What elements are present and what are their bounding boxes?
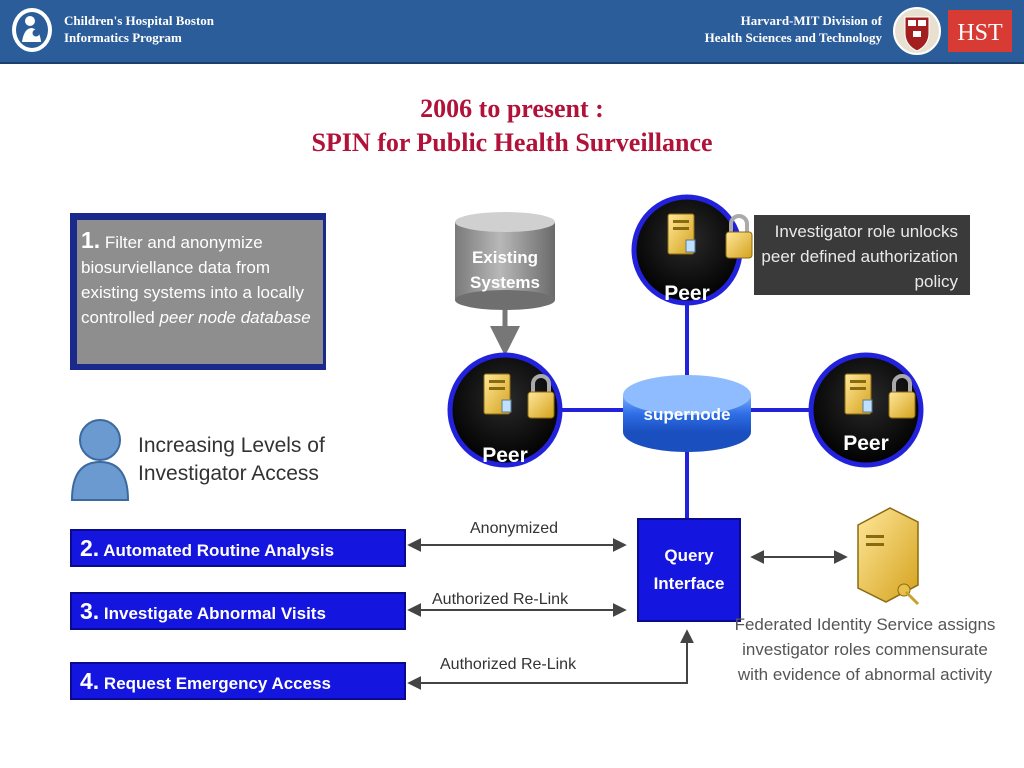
childrens-hospital-logo-icon <box>12 8 52 52</box>
step1-text: 1. Filter and anonymize biosurviellance … <box>81 228 321 330</box>
federated-identity-text: Federated Identity Service assigns inves… <box>734 615 996 684</box>
hst-logo-icon: HST <box>948 10 1012 52</box>
hst-logo-text: HST <box>957 20 1003 46</box>
title-line1: 2006 to present : <box>420 94 604 123</box>
peer-top-server-icon <box>667 213 696 255</box>
health-sciences-tech: Health Sciences and Technology <box>704 30 882 45</box>
harvard-shield-logo-icon <box>893 7 941 55</box>
header-left-text: Children's Hospital Boston Informatics P… <box>64 12 214 46</box>
peer-top-lock-icon <box>725 214 753 259</box>
peer-left-lock-icon <box>527 374 555 419</box>
query-line1: Query <box>664 546 714 565</box>
step1-number: 1. <box>81 227 101 253</box>
peer-left <box>447 352 563 468</box>
step4-label: Request Emergency Access <box>99 674 332 693</box>
peer-top <box>631 194 753 306</box>
existing-systems-line1: Existing <box>472 248 538 267</box>
childrens-hospital-name: Children's Hospital Boston <box>64 13 215 28</box>
flow-arrows <box>407 538 848 690</box>
query-line2: Interface <box>653 574 725 593</box>
peer-left-server-icon <box>483 373 512 415</box>
step1-panel <box>77 220 323 364</box>
step2-label: Automated Routine Analysis <box>99 541 335 560</box>
step3-box: 3. Investigate Abnormal Visits <box>70 592 406 630</box>
existing-systems-line2: Systems <box>470 273 540 292</box>
relink-label-1: Authorized Re-Link <box>432 591 569 608</box>
harvard-mit-division: Harvard-MIT Division of <box>740 13 882 28</box>
peer-right-lock-icon <box>888 374 916 419</box>
investigator-role-callout: Investigator role unlocks peer defined a… <box>754 215 970 295</box>
peer-left-label: Peer <box>482 444 528 467</box>
step1-italic: peer node database <box>159 308 311 327</box>
access-levels-label: Increasing Levels of Investigator Access <box>138 434 325 485</box>
step1-description: Filter and anonymize biosurviellance dat… <box>81 233 304 327</box>
title-line2: SPIN for Public Health Surveillance <box>311 128 713 157</box>
header-right-text: Harvard-MIT Division of Health Sciences … <box>705 12 882 46</box>
anonymized-label: Anonymized <box>470 520 559 537</box>
network-connectors <box>560 300 810 518</box>
peer-top-label: Peer <box>664 282 710 305</box>
relink-label-2: Authorized Re-Link <box>440 656 577 673</box>
step4-box: 4. Request Emergency Access <box>70 662 406 700</box>
peer-right <box>808 352 924 468</box>
peer-right-server-icon <box>844 373 873 415</box>
step3-label: Investigate Abnormal Visits <box>99 604 326 623</box>
step3-number: 3. <box>80 598 100 624</box>
slide-title: 2006 to present : SPIN for Public Health… <box>0 92 1024 160</box>
step2-number: 2. <box>80 535 100 561</box>
header-bar: Children's Hospital Boston Informatics P… <box>0 0 1024 64</box>
investigator-person-icon <box>70 419 130 501</box>
peer-right-label: Peer <box>843 432 889 455</box>
relink-arrow-2 <box>407 629 694 690</box>
supernode-label: supernode <box>644 405 731 424</box>
identity-server-key-icon <box>857 507 920 606</box>
existing-systems-database-icon <box>455 212 555 310</box>
query-interface-box: Query Interface <box>637 518 741 622</box>
informatics-program-name: Informatics Program <box>64 30 182 45</box>
step2-box: 2. Automated Routine Analysis <box>70 529 406 567</box>
supernode-shape <box>623 375 751 452</box>
step4-number: 4. <box>80 668 100 694</box>
